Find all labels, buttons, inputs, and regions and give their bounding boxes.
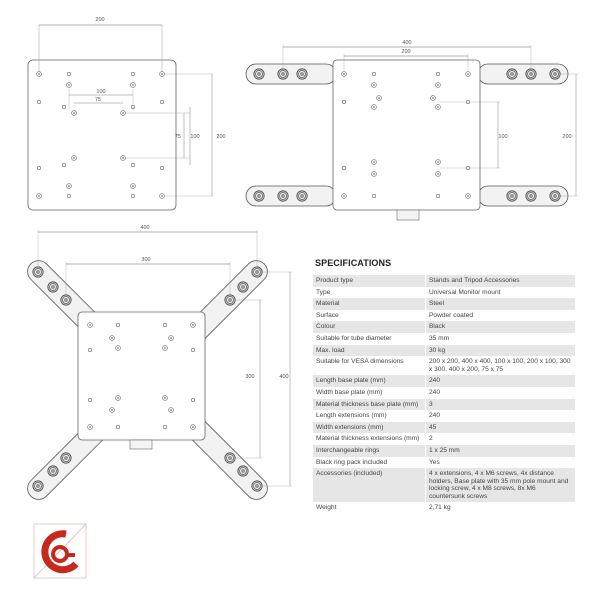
dim-side-75: 75 [175,134,181,140]
dim-x-300: 300 [141,257,150,263]
spec-value: 240 [425,386,575,399]
dim-side-100: 100 [190,134,199,140]
dim-top-200: 200 [401,49,410,55]
spec-label: Suitable for VESA dimensions [313,356,425,376]
spec-label: Width base plate (mm) [313,386,425,399]
spec-value: 45 [425,421,575,434]
spec-value: Powder coated [425,309,575,322]
spec-value: 3 [425,398,575,411]
spec-row: Width base plate (mm)240 [313,386,575,399]
dim-right-200: 200 [562,134,571,140]
dim-inner-75: 75 [95,97,101,103]
spec-row: Length extensions (mm)240 [313,410,575,422]
spec-label: Max. load [313,344,425,357]
dim-inner-100: 100 [96,89,105,95]
base-plate-drawing: 200 100 75 75 100 200 [27,17,226,211]
horizontal-extension-drawing: 400 200 100 200 [245,40,578,221]
spec-label: Weight [313,502,425,515]
spec-value: 1 x 25 mm [425,444,575,457]
spec-value: 2 [425,433,575,445]
spec-value: 200 x 200, 400 x 400, 100 x 100, 200 x 1… [425,356,575,376]
dim-plate-width: 200 [95,17,104,23]
dim-right-100: 100 [498,134,507,140]
spec-label: Suitable for tube diameter [313,332,425,345]
spec-row: Material thickness extensions (mm)2 [313,433,575,445]
spec-label: Colour [313,321,425,333]
spec-label: Accessories (included) [313,468,425,503]
spec-label: Material [313,298,425,310]
spec-row: Material thickness base plate (mm)3 [313,398,575,411]
dim-x-side-300: 300 [245,374,254,380]
spec-label: Material thickness extensions (mm) [313,433,425,445]
base-plate-outline [27,59,177,211]
spec-value: Stands and Tripod Accessories [425,275,575,287]
spec-value: Yes [425,456,575,469]
spec-row: Accessories (included)4 x extensions, 4 … [313,468,575,503]
specifications-title: SPECIFICATIONS [315,258,392,268]
spec-value: 240 [425,375,575,387]
spec-label: Black ring pack included [313,456,425,469]
spec-row: Width extensions (mm)45 [313,421,575,434]
dim-side-200: 200 [216,134,225,140]
spec-label: Type [313,286,425,299]
spec-value: 4 x extensions, 4 x M6 screws, 4x distan… [425,468,575,503]
spec-value: 240 [425,410,575,422]
spec-label: Length extensions (mm) [313,410,425,422]
spec-value: Black [425,321,575,333]
spec-label: Material thickness base plate (mm) [313,398,425,411]
diagonal-extension-drawing: 400 300 300 400 [27,225,292,500]
dim-top-400: 400 [402,40,411,46]
brand-logo [33,523,87,579]
spec-value: Universal Monitor mount [425,286,575,299]
spec-row: Length base plate (mm)240 [313,375,575,387]
spec-label: Product type [313,275,425,287]
plate-outline [332,59,481,211]
dim-x-side-400: 400 [279,374,288,380]
spec-label: Surface [313,309,425,322]
spec-label: Length base plate (mm) [313,375,425,387]
spec-label: Interchangeable rings [313,444,425,457]
spec-value: 30 kg [425,344,575,357]
center-plate-outline [77,311,206,441]
dim-x-400: 400 [140,225,149,231]
spec-value: Steel [425,298,575,310]
spec-value: 2,71 kg [425,502,575,515]
spec-value: 35 mm [425,332,575,345]
spec-label: Width extensions (mm) [313,421,425,434]
